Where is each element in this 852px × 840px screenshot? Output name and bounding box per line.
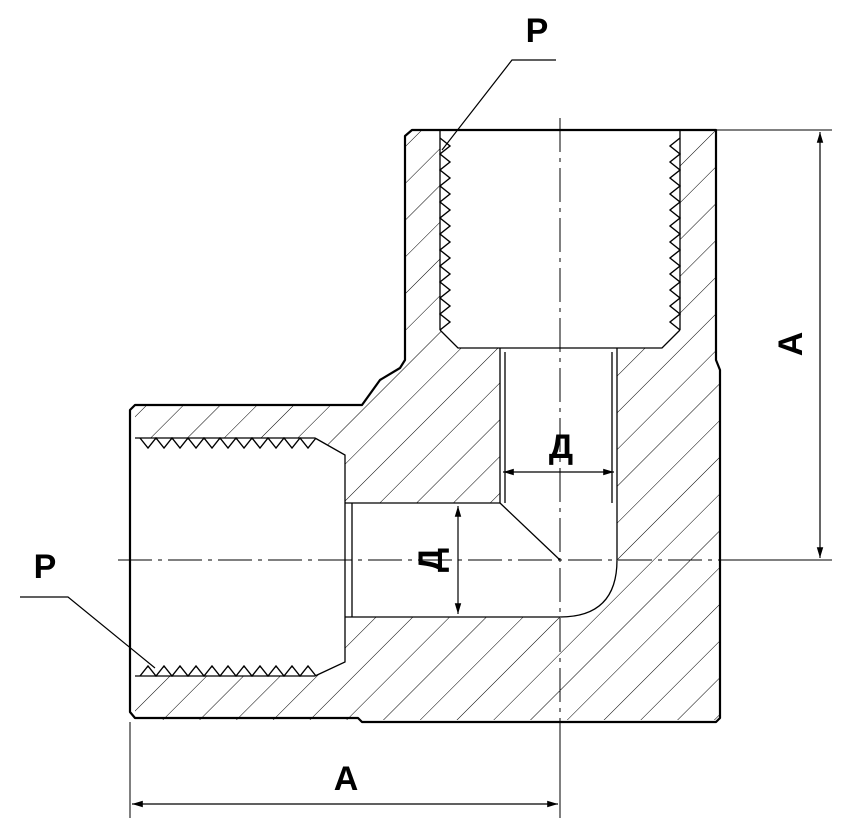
left-port xyxy=(135,436,346,678)
body-outline xyxy=(128,128,722,724)
top-thread-leader xyxy=(441,59,556,151)
internal-bore xyxy=(345,348,618,618)
top-port xyxy=(438,130,682,349)
bore-horizontal-label: Д xyxy=(412,548,450,572)
section-hatching xyxy=(135,130,720,720)
bore-vertical-label: Д xyxy=(549,428,573,466)
dimension-vertical-label: А xyxy=(772,332,810,357)
left-thread-label: Р xyxy=(34,548,57,586)
left-thread-leader xyxy=(20,596,156,669)
overall-horizontal-dimension xyxy=(129,722,561,818)
overall-vertical-dimension xyxy=(716,129,832,561)
dimension-horizontal-label: А xyxy=(334,760,359,798)
top-thread-label: Р xyxy=(526,12,549,50)
